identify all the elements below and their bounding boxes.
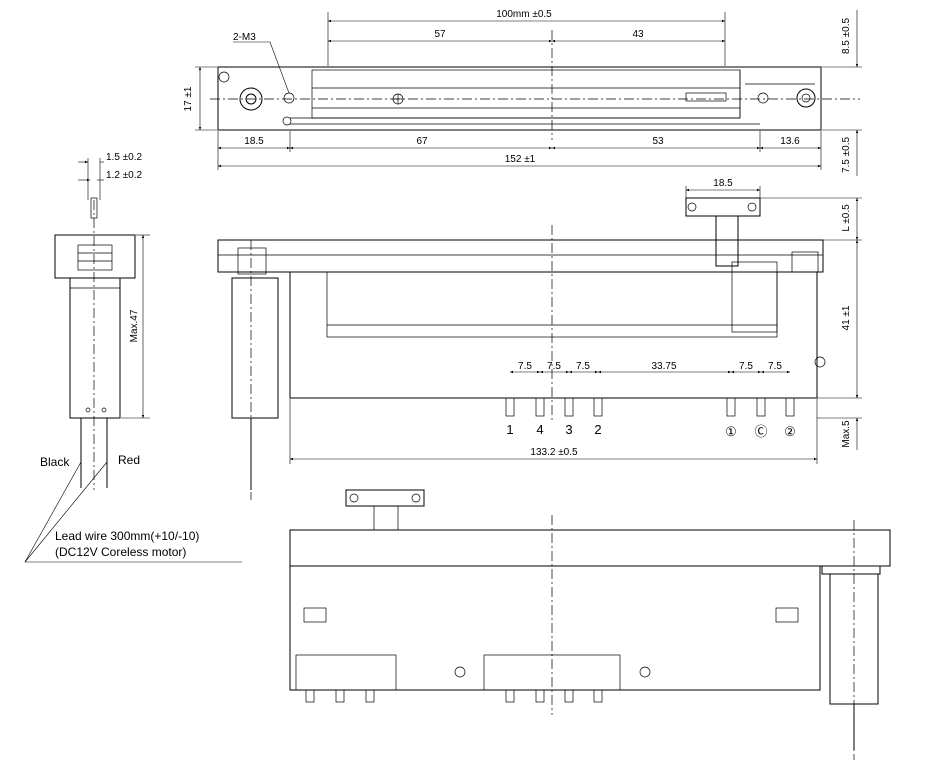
dim-100mm: 100mm ±0.5 bbox=[496, 9, 552, 20]
pin bbox=[564, 397, 574, 417]
dim-13-6: 13.6 bbox=[780, 136, 800, 147]
dim-43: 43 bbox=[632, 29, 644, 40]
dim-18-5-lever: 18.5 bbox=[713, 178, 733, 189]
m3-hole-left bbox=[283, 92, 295, 104]
pin-label-c1: ① bbox=[725, 424, 737, 439]
pin-label-c: Ⓒ bbox=[754, 424, 767, 439]
pin-label-4: 4 bbox=[536, 422, 543, 437]
front-view: 18.5 L ±0.5 41 ±1 Max.5 7.5 7.5 7.5 33.7… bbox=[217, 178, 862, 500]
screw-icon bbox=[218, 71, 230, 83]
right-pulley-circle bbox=[796, 88, 816, 108]
label-red: Red bbox=[118, 453, 140, 467]
mount-label: 2-M3 bbox=[233, 32, 256, 43]
slider-block bbox=[731, 261, 778, 333]
dim-41: 41 ±1 bbox=[841, 305, 852, 330]
top-view: 2-M3 100mm ±0.5 57 43 17 ±1 8.5 ±0.5 7.5… bbox=[183, 9, 862, 176]
lever-plate bbox=[685, 197, 761, 217]
lead-wire-text: Lead wire 300mm(+10/-10) bbox=[55, 529, 199, 543]
pitch-f: 7.5 bbox=[768, 361, 782, 372]
pitch-d: 33.75 bbox=[651, 361, 676, 372]
pin bbox=[756, 397, 766, 417]
pin bbox=[535, 397, 545, 417]
pin bbox=[505, 397, 515, 417]
dim-1-5: 1.5 ±0.2 bbox=[106, 152, 143, 163]
pin-label-2: 2 bbox=[594, 422, 601, 437]
pin-label-1: 1 bbox=[506, 422, 513, 437]
bottom-top-rail bbox=[289, 529, 891, 567]
pitch-c: 7.5 bbox=[576, 361, 590, 372]
pin-label-3: 3 bbox=[565, 422, 572, 437]
label-black: Black bbox=[40, 455, 70, 469]
dim-18-5-top: 18.5 bbox=[244, 136, 264, 147]
bottom-view bbox=[289, 489, 891, 760]
bottom-housing bbox=[289, 565, 821, 691]
pitch-b: 7.5 bbox=[547, 361, 561, 372]
side-view: 1.5 ±0.2 1.2 ±0.2 Max.47 Black Red Lead … bbox=[24, 152, 242, 563]
dim-17: 17 ±1 bbox=[183, 86, 194, 111]
dim-152: 152 ±1 bbox=[505, 154, 536, 165]
left-motor-circle bbox=[239, 87, 263, 111]
pitch-e: 7.5 bbox=[739, 361, 753, 372]
top-slot-outline bbox=[311, 69, 741, 119]
m3-hole-right bbox=[757, 92, 769, 104]
dim-133-2: 133.2 ±0.5 bbox=[530, 447, 578, 458]
pin-group bbox=[505, 397, 795, 417]
motor-type-text: (DC12V Coreless motor) bbox=[55, 545, 186, 559]
dim-53: 53 bbox=[652, 136, 664, 147]
dim-l: L ±0.5 bbox=[841, 204, 852, 232]
pin bbox=[593, 397, 603, 417]
pin bbox=[785, 397, 795, 417]
dim-67: 67 bbox=[416, 136, 428, 147]
dim-57: 57 bbox=[434, 29, 446, 40]
dim-8-5: 8.5 ±0.5 bbox=[841, 18, 852, 55]
dim-7-5: 7.5 ±0.5 bbox=[841, 137, 852, 174]
pitch-a: 7.5 bbox=[518, 361, 532, 372]
pin bbox=[726, 397, 736, 417]
side-bracket bbox=[54, 234, 136, 279]
front-housing bbox=[289, 271, 818, 399]
front-motor-body bbox=[231, 277, 279, 419]
dim-max5: Max.5 bbox=[841, 420, 852, 448]
bottom-pin-group bbox=[305, 689, 603, 703]
motor-body bbox=[69, 277, 121, 419]
pin-label-c2: ② bbox=[784, 424, 796, 439]
dim-1-2: 1.2 ±0.2 bbox=[106, 170, 143, 181]
dim-max47: Max.47 bbox=[129, 309, 140, 342]
top-body-outline bbox=[217, 66, 822, 131]
